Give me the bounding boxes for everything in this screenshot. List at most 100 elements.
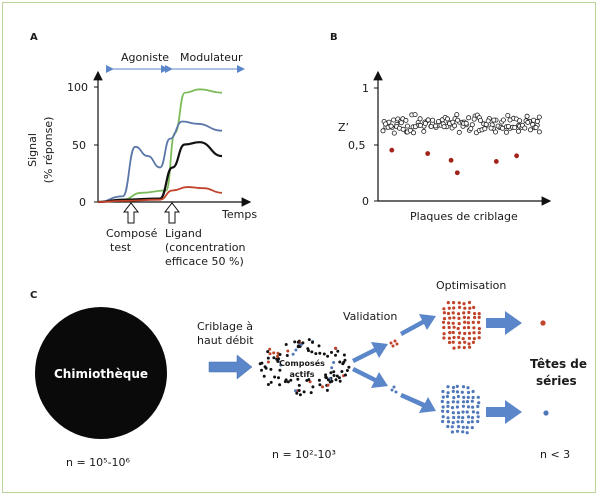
hts-arrow bbox=[208, 354, 253, 380]
optimised-red-dot bbox=[442, 336, 446, 340]
lead-arrow-up bbox=[486, 311, 522, 335]
validated-blue-dot bbox=[394, 390, 398, 394]
compound-addition-arrow bbox=[122, 202, 140, 224]
zprime-point bbox=[391, 117, 397, 123]
optimised-blue-dot bbox=[455, 390, 460, 394]
zprime-point bbox=[525, 119, 531, 125]
optimised-blue-dot bbox=[450, 425, 454, 429]
optimised-blue-dot bbox=[452, 396, 456, 400]
compound-dot bbox=[317, 344, 321, 348]
optimisation-arrow-down bbox=[400, 393, 436, 413]
compound-dot bbox=[334, 346, 337, 350]
optimised-blue-dot bbox=[452, 415, 456, 420]
zprime-point bbox=[398, 120, 404, 126]
optimised-blue-dot bbox=[456, 400, 460, 404]
zprime-point bbox=[412, 112, 418, 118]
compound-dot bbox=[325, 388, 329, 392]
optimised-red-dot bbox=[471, 340, 475, 344]
zprime-point bbox=[454, 112, 460, 118]
failed-plate-point bbox=[493, 159, 499, 164]
optimised-red-dot bbox=[447, 306, 451, 310]
ligand-label-1: Ligand bbox=[165, 227, 202, 240]
validated-clusters bbox=[389, 339, 399, 394]
hts-label-1: Criblage à bbox=[197, 320, 253, 333]
optimised-red-dot bbox=[468, 306, 472, 310]
optimised-blue-dot bbox=[476, 404, 480, 409]
compound-dot bbox=[338, 379, 342, 383]
optimised-blue-dot bbox=[477, 401, 481, 405]
panel-a-y-label-1: Signal bbox=[26, 133, 39, 167]
optimised-red-dot bbox=[458, 341, 462, 345]
optimised-blue-dot bbox=[446, 420, 451, 424]
compound-dot bbox=[278, 353, 282, 356]
panel-a-letter: A bbox=[30, 32, 38, 43]
zprime-point bbox=[430, 117, 436, 123]
compound-label-1: Composé bbox=[106, 227, 158, 240]
zprime-point bbox=[522, 125, 528, 131]
zprime-point bbox=[456, 129, 462, 135]
optimised-red-dot bbox=[457, 312, 461, 316]
compound-dot bbox=[260, 361, 264, 365]
zprime-point bbox=[441, 124, 447, 130]
optimised-blue-dot bbox=[461, 430, 465, 434]
optimised-red-dot bbox=[451, 340, 455, 344]
optimised-red-dot bbox=[477, 312, 481, 316]
panel-b-x-label: Plaques de criblage bbox=[410, 210, 518, 223]
optimised-red-dot bbox=[458, 305, 462, 309]
optimised-blue-dot bbox=[476, 419, 480, 424]
optimised-red-dot bbox=[457, 335, 461, 339]
compound-dot bbox=[293, 340, 297, 344]
optimised-red-dot bbox=[477, 315, 481, 319]
optimised-blue-dot bbox=[476, 411, 480, 415]
zprime-point bbox=[533, 125, 539, 131]
optimised-blue-dot bbox=[461, 425, 465, 429]
optimised-blue-dot bbox=[466, 386, 470, 390]
optimised-blue-dot bbox=[476, 415, 480, 419]
lead-arrow-down bbox=[486, 400, 522, 424]
optimised-blue-dot bbox=[465, 410, 469, 414]
compound-dot bbox=[277, 376, 280, 380]
optimised-red-dot bbox=[446, 301, 450, 305]
optimised-blue-dot bbox=[471, 395, 475, 400]
zprime-point bbox=[505, 113, 511, 119]
compound-dot bbox=[334, 378, 338, 382]
zprime-point bbox=[488, 125, 494, 131]
compound-dot bbox=[266, 383, 270, 386]
optimised-blue-dot bbox=[441, 409, 445, 413]
optimised-blue-dot bbox=[465, 431, 469, 435]
compound-dot bbox=[344, 373, 347, 377]
compound-dot bbox=[298, 393, 302, 397]
validated-blue-dot bbox=[392, 385, 396, 389]
compound-dot bbox=[284, 343, 288, 346]
compound-dot bbox=[335, 374, 339, 378]
compound-dot bbox=[309, 391, 313, 395]
zprime-point bbox=[435, 119, 441, 125]
compound-dot bbox=[332, 374, 336, 377]
compound-dot bbox=[295, 391, 299, 395]
optimised-red-dot bbox=[472, 331, 476, 335]
compound-dot bbox=[286, 349, 290, 353]
library-label: Chimiothèque bbox=[54, 367, 148, 381]
compound-dot bbox=[317, 378, 321, 382]
compound-dot bbox=[260, 368, 263, 372]
compound-dot bbox=[278, 368, 282, 372]
compound-dot bbox=[310, 350, 314, 354]
optimised-blue-dot bbox=[446, 404, 450, 408]
optimised-red-dot bbox=[452, 335, 456, 340]
leads-label-1: Têtes de bbox=[530, 357, 587, 371]
active-compounds-cloud bbox=[258, 338, 351, 397]
optimised-blue-dot bbox=[461, 385, 466, 389]
compound-dot bbox=[297, 383, 301, 387]
compound-dot bbox=[286, 380, 290, 384]
optimised-blue-dot bbox=[450, 430, 454, 434]
optimised-blue-dot bbox=[466, 415, 471, 419]
zprime-point bbox=[536, 114, 542, 120]
panel-b-tick-label-0: 0 bbox=[362, 195, 369, 208]
optimised-red-dot bbox=[467, 300, 472, 305]
compound-dot bbox=[332, 361, 336, 364]
panel-b-y-label: Z’ bbox=[338, 121, 349, 134]
optimised-red-dot bbox=[457, 301, 461, 305]
validation-arrow-up bbox=[352, 342, 388, 363]
optimised-red-dot bbox=[471, 320, 475, 324]
zprime-point bbox=[524, 113, 530, 119]
